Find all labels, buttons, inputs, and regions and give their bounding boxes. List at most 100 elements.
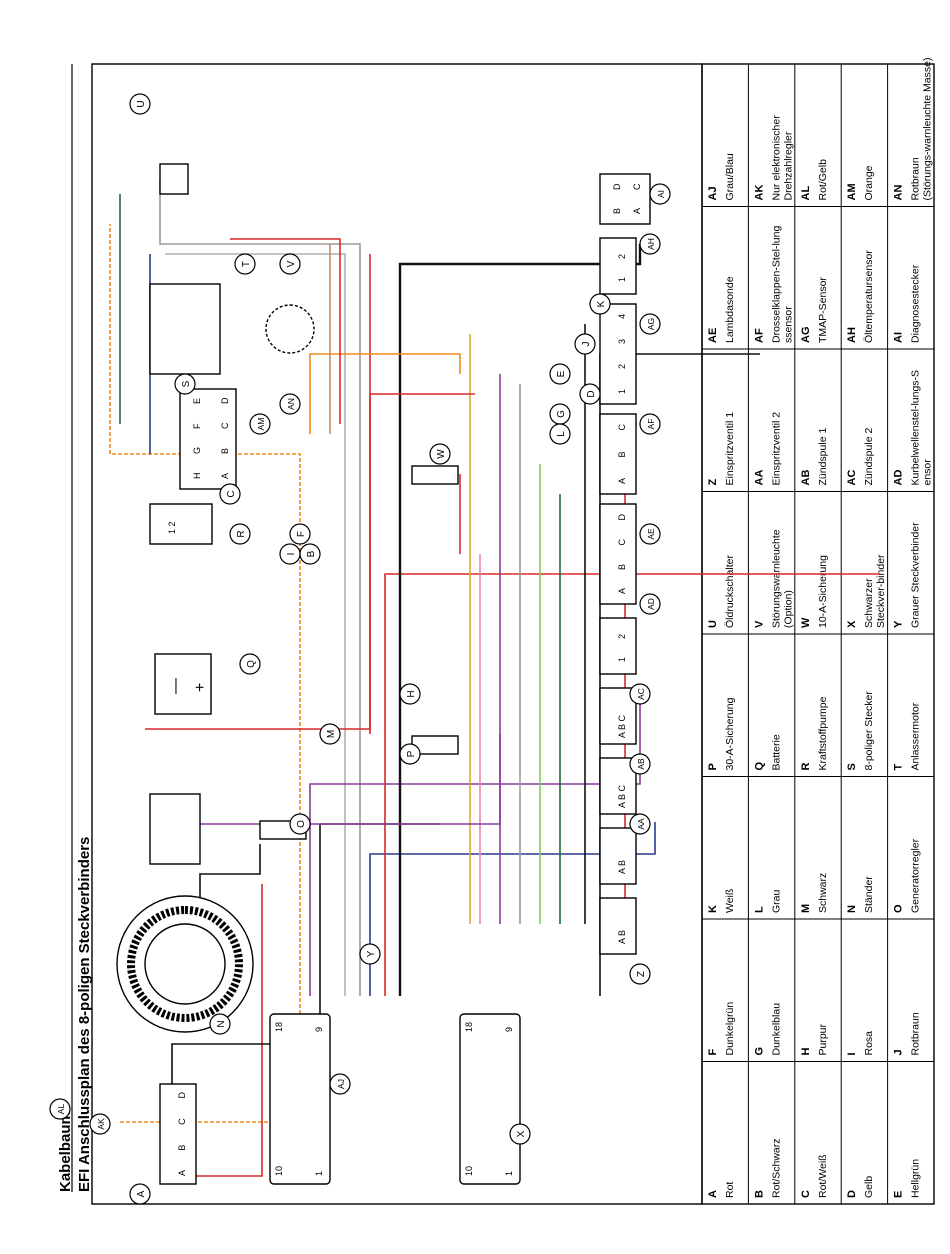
legend-value: Schwarz <box>817 873 829 913</box>
legend-key: O <box>893 904 905 913</box>
svg-text:I: I <box>286 553 297 556</box>
svg-text:AK: AK <box>96 1118 106 1130</box>
connector-aa <box>599 827 637 885</box>
legend-key: AH <box>846 327 858 343</box>
callout-ah: AH <box>639 233 661 255</box>
legend-value: SchwarzerSteckver-binder <box>863 554 887 628</box>
legend-key: AE <box>707 328 719 343</box>
legend-key: AD <box>893 470 905 486</box>
callout-s: S <box>174 373 196 395</box>
legend-key: F <box>707 1049 719 1056</box>
wire-schwarz-k <box>398 244 642 996</box>
svg-text:Y: Y <box>366 950 377 957</box>
connector-ac-pins: A B C <box>617 714 627 738</box>
connector-af <box>599 413 637 495</box>
connector-ae-pins: A B C D <box>617 514 627 595</box>
legend-value: Dunkelgrün <box>724 1002 736 1056</box>
legend-key: P <box>707 763 719 770</box>
callout-n: N <box>209 1013 231 1035</box>
connector-z-pins: A B <box>617 930 627 944</box>
svg-text:S: S <box>181 380 192 387</box>
legend-value: Gelb <box>863 1176 875 1198</box>
svg-text:K: K <box>596 300 607 307</box>
s-pin-h: H <box>192 473 202 480</box>
ecu-grau-pin-18: 18 <box>274 1022 284 1032</box>
fuel-pump <box>149 503 213 545</box>
legend-value: Grau <box>770 889 782 913</box>
legend-value: Dunkelblau <box>770 1003 782 1056</box>
legend-key: AG <box>800 327 812 344</box>
generatorregler <box>149 793 201 865</box>
legend-key: U <box>707 620 719 628</box>
wire-orange-am <box>309 353 461 434</box>
svg-text:N: N <box>216 1020 227 1027</box>
wire-rot-t <box>230 238 341 424</box>
warning-lamp <box>265 304 315 354</box>
s-pin-f: F <box>192 423 202 429</box>
wire-rot-ak <box>160 884 263 1177</box>
legend-key: M <box>800 904 812 913</box>
callout-ak: AK <box>89 1113 111 1135</box>
legend-key: AN <box>893 185 905 201</box>
svg-text:W: W <box>436 449 447 459</box>
callout-ad: AD <box>639 593 661 615</box>
battery-plus: + <box>192 683 209 692</box>
svg-text:AJ: AJ <box>336 1079 346 1089</box>
callout-b: B <box>299 543 321 565</box>
legend-key: J <box>893 1049 905 1055</box>
svg-text:AE: AE <box>646 528 656 540</box>
callout-an: AN <box>279 393 301 415</box>
legend-key: K <box>707 905 719 913</box>
callout-ai: AI <box>649 183 671 205</box>
svg-text:L: L <box>556 431 567 437</box>
callout-ac: AC <box>629 683 651 705</box>
page-subtitle: EFI Anschlussplan des 8-poligen Steckver… <box>76 837 93 1192</box>
connector-ag-pin-3: 3 <box>617 339 627 344</box>
s-pin-b: B <box>220 448 230 454</box>
callout-e: E <box>549 363 571 385</box>
connector-ab-pins: A B C <box>617 784 627 808</box>
callout-i: I <box>279 543 301 565</box>
callout-aa: AA <box>629 813 651 835</box>
connector-ak <box>159 1083 197 1185</box>
legend-key: W <box>800 617 812 628</box>
svg-text:H: H <box>406 690 417 697</box>
svg-text:A: A <box>136 1190 147 1197</box>
callout-am: AM <box>249 413 271 435</box>
legend-key: T <box>893 764 905 771</box>
callout-x: X <box>509 1123 531 1145</box>
connector-ai-pin-b: B <box>612 208 622 214</box>
callout-l: L <box>549 423 571 445</box>
legend-value: Rot/Schwarz <box>770 1138 782 1198</box>
connector-af-pins: A B C <box>617 424 627 485</box>
svg-text:B: B <box>306 550 317 557</box>
callout-g: G <box>549 403 571 425</box>
legend-key: AM <box>846 183 858 200</box>
connector-ac <box>599 687 637 745</box>
legend-value: Zündspule 2 <box>863 428 875 486</box>
callout-v: V <box>279 253 301 275</box>
callout-aj: AJ <box>329 1073 351 1095</box>
legend-value: Einspritzventil 2 <box>770 412 782 486</box>
connector-ad-pin-1: 1 <box>617 657 627 662</box>
legend-key: AC <box>846 470 858 486</box>
svg-text:R: R <box>236 530 247 537</box>
legend-value: Orange <box>863 165 875 200</box>
legend-value: Weiß <box>724 889 736 913</box>
legend-value: Rot/Gelb <box>817 159 829 201</box>
legend-key: Z <box>707 479 719 486</box>
page-title: Kabelbaum <box>57 1111 74 1192</box>
legend-key: B <box>753 1190 765 1198</box>
components: A B C D — + 1 2 1 9 10 18 1 <box>116 163 651 1185</box>
legend-value: Nur elektronischerDrehzahlregler <box>770 115 794 201</box>
legend-key: V <box>753 620 765 628</box>
starter-motor <box>149 283 221 375</box>
legend-key: AI <box>893 332 905 343</box>
callout-q: Q <box>239 653 261 675</box>
s-pin-a: A <box>220 473 230 479</box>
callout-y: Y <box>359 943 381 965</box>
s-pin-g: G <box>192 447 202 454</box>
legend-key: L <box>753 906 765 913</box>
svg-text:E: E <box>556 370 567 377</box>
ecu-connector-schwarz <box>459 1013 521 1185</box>
